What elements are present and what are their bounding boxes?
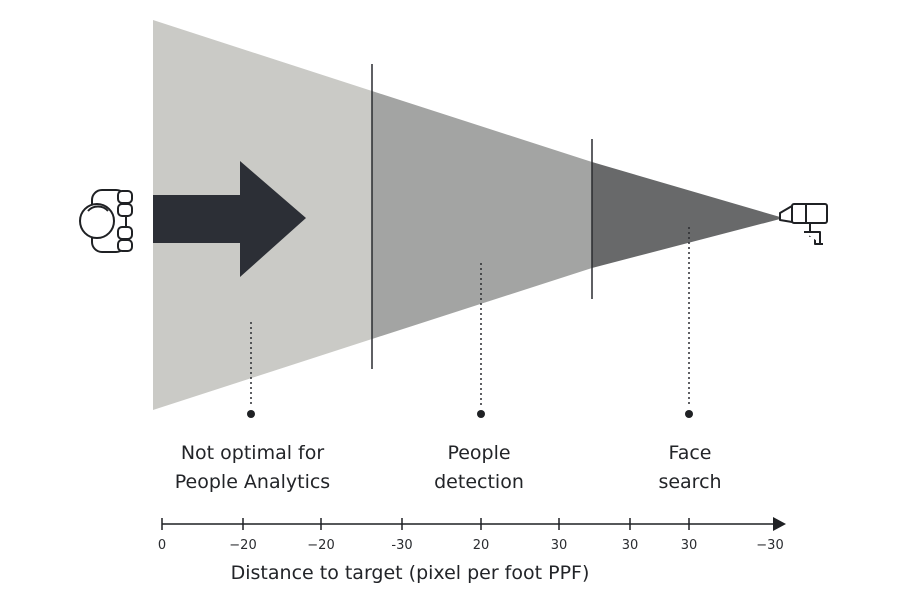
axis-tick-label: 30	[621, 538, 639, 553]
zone-label-line: People Analytics	[174, 471, 331, 493]
zone-label-line: Face	[668, 442, 712, 464]
zone-mid-area	[372, 91, 592, 339]
axis-tick-label: 20	[472, 538, 490, 553]
axis-tick-label: 30	[680, 538, 698, 553]
zone-label-face-search: Face search	[620, 439, 760, 497]
zone-label-line: Not optimal for	[180, 442, 325, 464]
axis-tick-label: −30	[756, 538, 784, 553]
axis-tick-label: −20	[229, 538, 257, 553]
distance-axis	[161, 517, 786, 531]
axis-arrowhead	[773, 517, 786, 531]
zone-label-not-optimal: Not optimal for People Analytics	[130, 439, 375, 497]
zone-near-area	[592, 162, 780, 268]
marker-near	[685, 410, 693, 418]
zone-label-line: People	[447, 442, 511, 464]
zone-label-people-detection: People detection	[398, 439, 560, 497]
axis-tick-label: −20	[307, 538, 335, 553]
axis-title: Distance to target (pixel per foot PPF)	[230, 562, 590, 584]
marker-mid	[477, 410, 485, 418]
person-top-view-icon	[79, 189, 133, 253]
axis-tick-label: 0	[157, 538, 167, 553]
cctv-camera-icon	[779, 203, 828, 245]
zone-label-line: search	[658, 471, 722, 493]
axis-tick-label: -30	[391, 538, 413, 553]
direction-arrow-icon	[153, 161, 306, 277]
zone-label-line: detection	[434, 471, 524, 493]
marker-far	[247, 410, 255, 418]
axis-tick-label: 30	[550, 538, 568, 553]
